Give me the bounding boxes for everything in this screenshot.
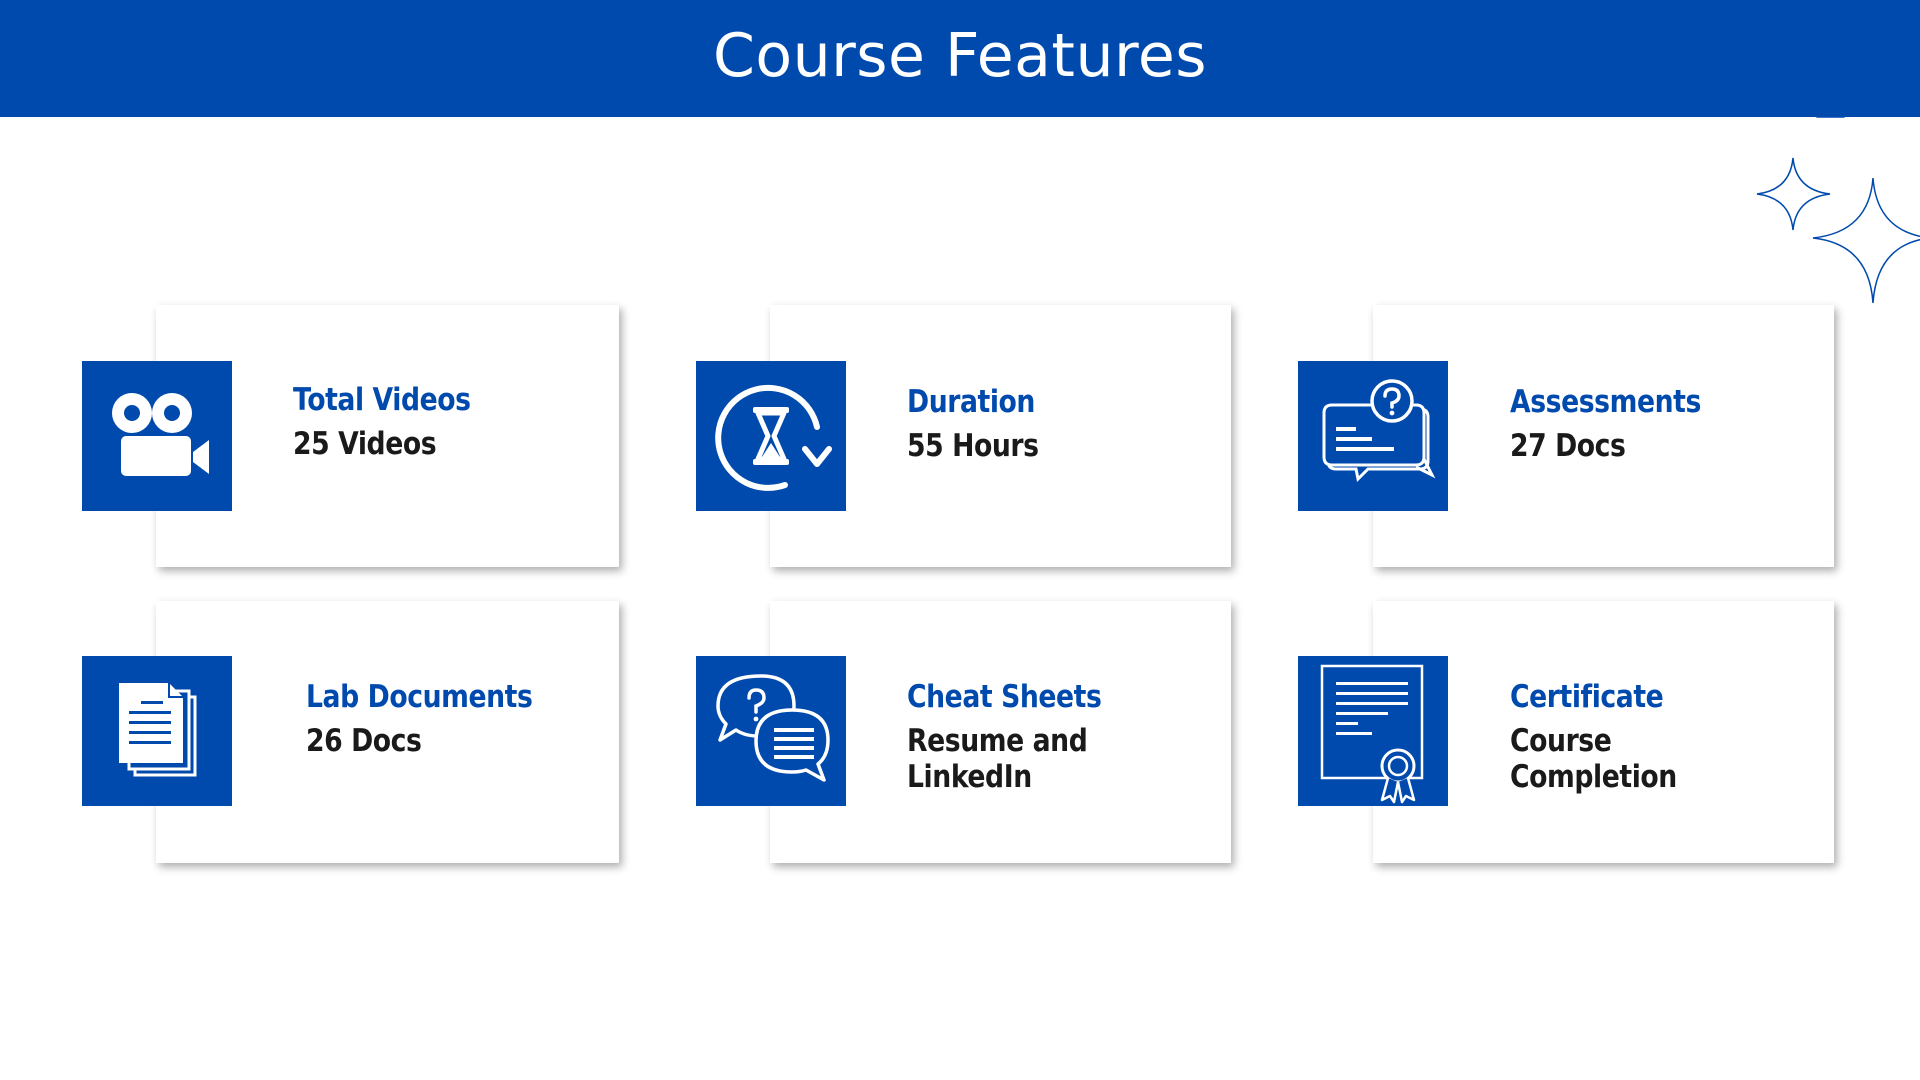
feature-value: 25 Videos [293, 426, 437, 462]
feature-card-assessments [1373, 305, 1834, 567]
feature-text: Assessments 27 Docs [1510, 382, 1800, 464]
feature-icon-box [82, 361, 232, 511]
feature-value: 27 Docs [1510, 428, 1626, 464]
feature-value: Resume and LinkedIn [907, 723, 1088, 795]
feature-icon-box [696, 656, 846, 806]
feature-value: 26 Docs [306, 723, 422, 759]
feature-icon-box [1298, 656, 1448, 806]
feature-card-lab-documents [156, 601, 619, 863]
feature-title: Duration [907, 384, 1035, 420]
certificate-icon [1320, 664, 1424, 804]
feature-title: Certificate [1510, 679, 1664, 715]
feature-value: Course Completion [1510, 723, 1677, 795]
feature-text: Total Videos 25 Videos [293, 380, 583, 462]
feature-card-cheat-sheets [770, 601, 1231, 863]
feature-icon-box [1298, 361, 1448, 511]
feature-title: Cheat Sheets [907, 679, 1102, 715]
feature-text: Duration 55 Hours [907, 382, 1197, 464]
question-chat-icon [1322, 379, 1436, 483]
feature-title: Assessments [1510, 384, 1701, 420]
documents-stack-icon [119, 683, 197, 777]
feature-card-total-videos [156, 305, 619, 567]
page-title: Course Features [712, 20, 1208, 91]
feature-card-duration [770, 305, 1231, 567]
feature-value: 55 Hours [907, 428, 1039, 464]
header-banner: Course Features [0, 0, 1920, 117]
feature-card-certificate [1373, 601, 1834, 863]
feature-text: Cheat Sheets Resume and LinkedIn [907, 677, 1197, 795]
feature-title: Lab Documents [306, 679, 533, 715]
feature-icon-box [82, 656, 232, 806]
feature-text: Certificate Course Completion [1510, 677, 1800, 795]
video-camera-icon [112, 393, 209, 476]
feature-title: Total Videos [293, 382, 471, 418]
feature-text: Lab Documents 26 Docs [306, 677, 596, 759]
hourglass-refresh-icon [715, 384, 832, 491]
feature-icon-box [696, 361, 846, 511]
chat-bubbles-icon [716, 674, 830, 782]
